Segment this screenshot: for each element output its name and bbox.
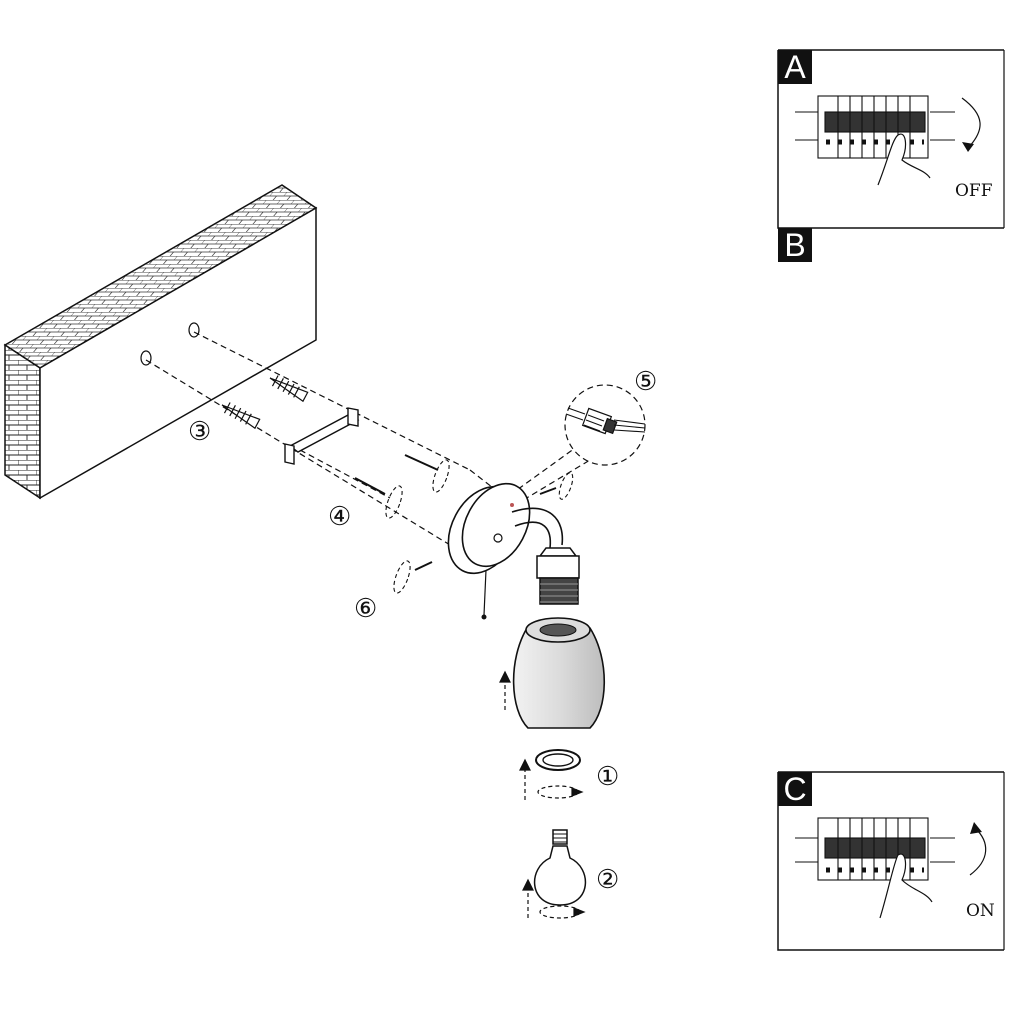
step-2-label: ②: [596, 864, 619, 894]
step-3-label: ③: [188, 416, 211, 446]
mounting-bracket: [284, 407, 360, 465]
step-1-label: ①: [596, 761, 619, 791]
off-label: OFF: [955, 181, 993, 201]
panel-c-tag: C: [778, 772, 812, 806]
step-6-label: ⑥: [354, 593, 377, 623]
pull-cord: [481, 569, 487, 620]
retaining-ring: [535, 749, 581, 771]
breaker-panel-on: ON: [777, 771, 1005, 951]
rotate-arrow: [522, 878, 586, 919]
hand-icon: [877, 133, 931, 186]
screw: [354, 454, 439, 495]
wall-hole: [140, 350, 152, 366]
rotation-indicator: [385, 459, 574, 594]
wiring-detail-callout: [564, 384, 646, 466]
glass-shade: [512, 617, 605, 729]
screw: [414, 487, 557, 571]
on-label: ON: [966, 901, 995, 921]
hand-icon: [879, 853, 933, 919]
circuit-breaker-row: [795, 95, 955, 159]
rotate-down-arrow: [961, 97, 981, 149]
wall-plug: [269, 375, 309, 403]
wall-hole: [188, 322, 200, 338]
step-5-label: ⑤: [634, 366, 657, 396]
wall-plug: [221, 402, 261, 430]
lamp-holder: [536, 547, 580, 605]
light-bulb: [534, 829, 586, 906]
breaker-panel-off: OFF: [777, 49, 1005, 229]
step-4-label: ④: [328, 501, 351, 531]
rotate-up-arrow: [969, 827, 987, 876]
circuit-breaker-row: [795, 817, 955, 881]
wall-plate: [447, 482, 531, 575]
rotate-arrow: [519, 758, 584, 800]
panel-b-tag: B: [778, 228, 812, 262]
up-arrow: [499, 670, 511, 710]
brick-wall: [3, 184, 318, 500]
lamp-arm: [511, 507, 564, 549]
panel-a-tag: A: [778, 50, 812, 84]
